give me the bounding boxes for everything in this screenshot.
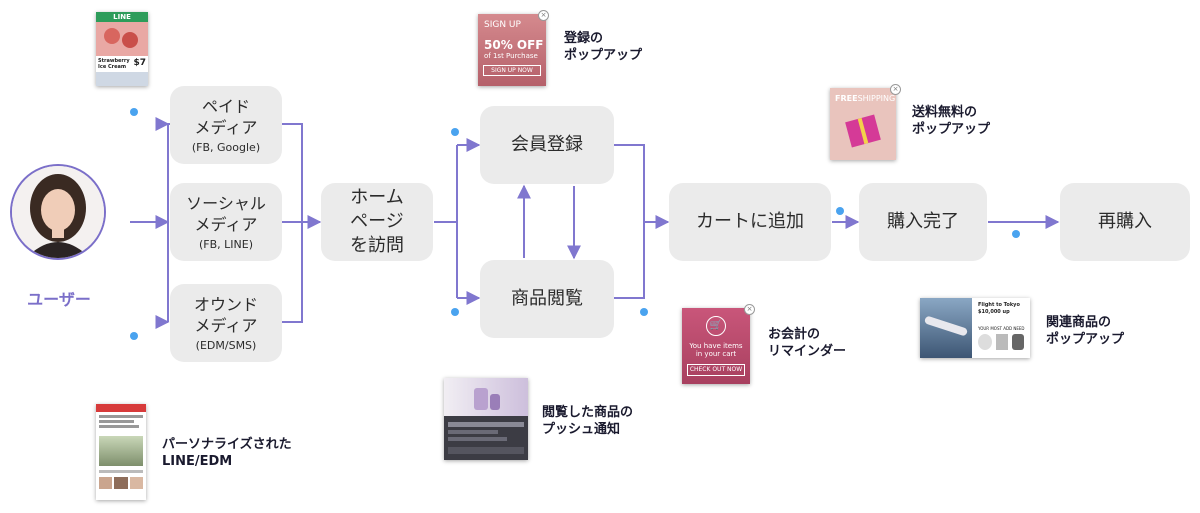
social-media-box: ソーシャル メディア (FB, LINE) [170,183,282,261]
cart-line2: in your cart [695,350,737,358]
signup-now-button[interactable]: SIGN UP NOW [483,65,541,76]
line-product: Strawberry Ice Cream [98,58,130,70]
flight-sub: YOUR MOST ADD NEED [978,326,1025,331]
free-shipping-head: FREE [835,94,858,103]
purchase-complete-box: 購入完了 [859,183,987,261]
touchpoint-dot [1012,230,1020,238]
product-image [444,378,528,416]
close-icon[interactable]: × [744,304,755,315]
personalized-line-label: パーソナライズされた LINE/EDM [162,437,292,469]
touchpoint-dot [640,308,648,316]
paid-media-sub: (FB, Google) [191,140,261,154]
close-icon[interactable]: × [538,10,549,21]
push-notification-thumbnail [444,378,528,460]
visit-home-box: ホーム ページ を訪問 [321,183,433,261]
paid-media-title: ペイド メディア [194,96,258,137]
add-to-cart-box: カートに追加 [669,183,831,261]
close-icon[interactable]: × [890,84,901,95]
repurchase-title: 再購入 [1098,211,1152,232]
right-bracket-signup [614,144,645,299]
touchpoint-dot [451,308,459,316]
free-shipping-thumbnail: FREESHIPPING [830,88,896,160]
user-label: ユーザー [27,290,91,309]
related-products-label: 関連商品の ポップアップ [1046,315,1125,347]
member-signup-title: 会員登録 [511,134,583,155]
social-media-title: ソーシャル メディア [186,193,266,234]
user-avatar [10,164,106,260]
cart-icon: 🛒 [706,316,726,336]
cart-line1: You have items [689,342,743,350]
owned-media-box: オウンド メディア (EDM/SMS) [170,284,282,362]
cart-reminder-thumbnail: 🛒 You have items in your cart CHECK OUT … [682,308,750,384]
line-brand: LINE [96,12,148,22]
member-signup-box: 会員登録 [480,106,614,184]
purchase-complete-title: 購入完了 [887,211,959,232]
related-products-thumbnail: Flight to Tokyo $10,000 up YOUR MOST ADD… [920,298,1030,358]
social-media-sub: (FB, LINE) [198,237,253,251]
repurchase-box: 再購入 [1060,183,1190,261]
signup-head: SIGN UP [484,20,521,30]
owned-media-sub: (EDM/SMS) [195,338,257,352]
owned-media-title: オウンド メディア [193,294,258,335]
flight-title: Flight to Tokyo [978,302,1020,308]
product-browse-title: 商品閲覧 [511,288,583,309]
flight-price: $10,000 up [978,309,1010,315]
add-to-cart-title: カートに追加 [696,211,804,232]
line-app-thumbnail: LINE Strawberry Ice Cream $7 [96,12,148,86]
airplane-image [920,298,972,358]
signup-popup-label: 登録の ポップアップ [564,31,643,63]
checkout-now-button[interactable]: CHECK OUT NOW [687,364,745,376]
signup-offer-sub: of 1st Purchase [484,52,538,60]
paid-media-box: ペイド メディア (FB, Google) [170,86,282,164]
touchpoint-dot [130,108,138,116]
product-browse-box: 商品閲覧 [480,260,614,338]
touchpoint-dot [451,128,459,136]
line-price: $7 [133,58,146,68]
signup-popup-thumbnail: SIGN UP 50% OFF of 1st Purchase SIGN UP … [478,14,546,86]
personalized-line-thumbnail [96,404,146,500]
strawberry-image [96,22,148,56]
touchpoint-dot [130,332,138,340]
browsed-push-label: 閲覧した商品の プッシュ通知 [542,405,634,437]
free-shipping-label: 送料無料の ポップアップ [912,105,991,137]
signup-offer: 50% OFF [484,38,544,52]
touchpoint-dot [836,207,844,215]
gift-icon [845,114,881,148]
free-shipping-head2: SHIPPING [857,94,896,103]
checkout-reminder-label: お会計の リマインダー [768,327,847,359]
visit-home-title: ホーム ページ を訪問 [350,187,404,256]
